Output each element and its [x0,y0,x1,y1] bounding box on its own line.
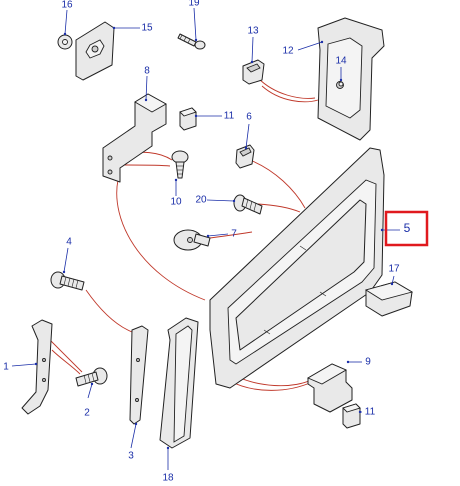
part-20-screw [233,194,263,215]
callout-17[interactable]: 17 [388,264,400,275]
part-10-screw [171,150,189,179]
part-1-bracket [21,319,53,415]
part-3-strip [129,325,149,425]
part-4-screw [50,271,85,291]
part-19-screw [177,33,206,50]
callout-10[interactable]: 10 [170,197,182,208]
callout-3[interactable]: 3 [128,451,134,462]
part-7-rivet [173,229,211,251]
part-8-bracket [102,93,167,183]
callout-15[interactable]: 15 [141,23,153,34]
callout-8[interactable]: 8 [144,66,150,77]
part-9-bracket [307,363,353,413]
callout-16[interactable]: 16 [61,0,73,11]
callout-11-top[interactable]: 11 [224,111,235,122]
callout-1[interactable]: 1 [3,362,9,373]
part-5-frame [209,147,385,389]
callout-5[interactable]: 5 [404,221,411,235]
callout-6[interactable]: 6 [246,112,252,123]
part-2-screw [75,367,108,387]
callout-12[interactable]: 12 [282,46,294,57]
callout-4[interactable]: 4 [66,237,72,248]
part-14-screw [338,81,344,87]
part-6-clip [235,144,255,169]
callout-18[interactable]: 18 [162,473,174,484]
callout-13[interactable]: 13 [247,26,259,37]
part-11-block-top [179,107,197,131]
part-16-nut [57,34,73,50]
part-18-channel [159,317,199,449]
callout-labels: 16 15 19 13 12 14 8 11 6 10 20 7 4 5 17 … [3,0,410,484]
callout-19[interactable]: 19 [188,0,200,9]
part-13-clip [242,59,265,85]
callout-20[interactable]: 20 [195,195,207,206]
callout-11-bottom[interactable]: 11 [365,407,376,418]
part-11-block-bottom [342,403,361,429]
part-15-plate [75,21,115,81]
callout-9[interactable]: 9 [365,357,371,368]
part-17-bumper [364,281,414,317]
part-12-bracket [317,17,385,141]
leader-dots [34,26,394,450]
callout-2[interactable]: 2 [84,408,90,419]
highlight-box [384,210,429,247]
callout-7[interactable]: 7 [231,229,237,240]
callout-14[interactable]: 14 [335,56,347,67]
